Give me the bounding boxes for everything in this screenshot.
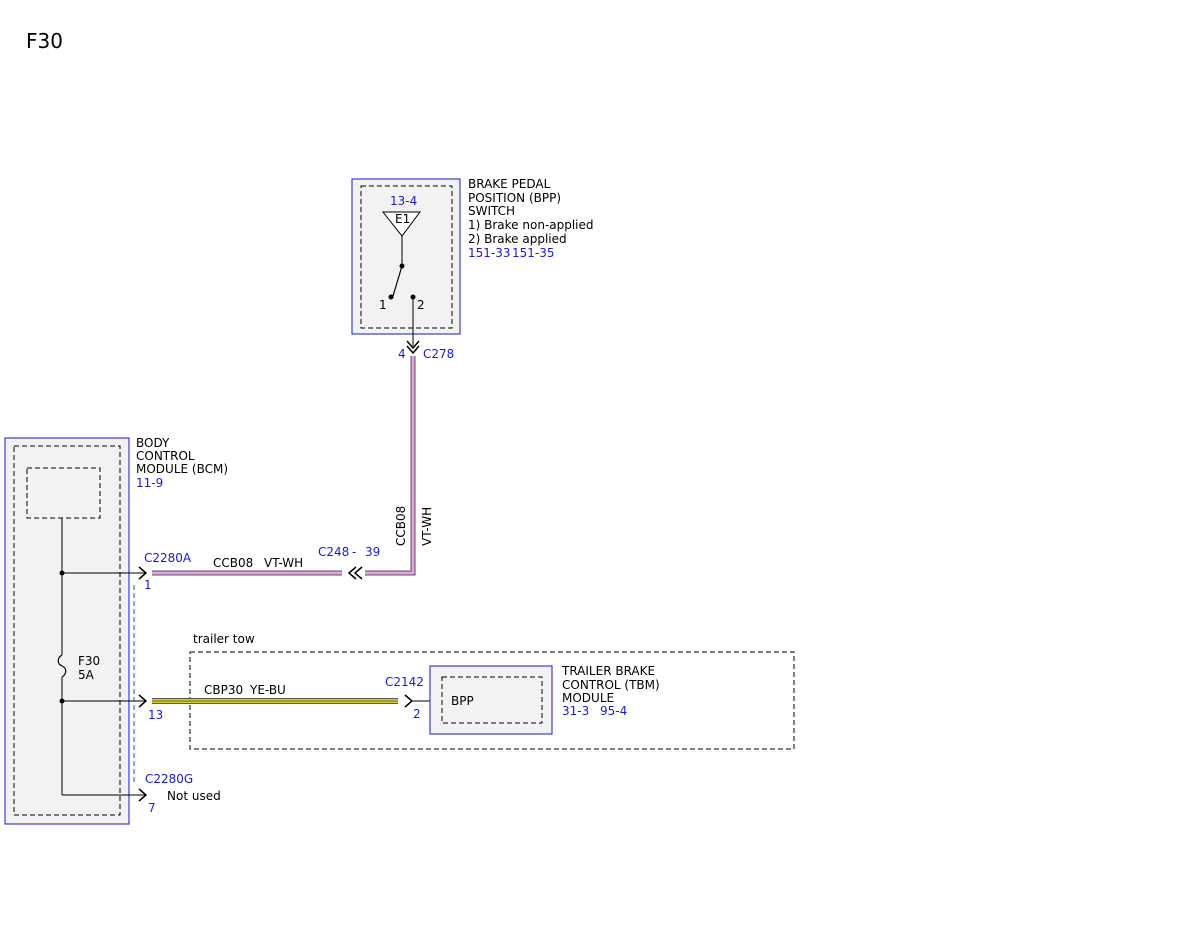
bcm-name-line-1: BODY bbox=[136, 436, 170, 450]
bcm-power-source-box bbox=[26, 467, 101, 519]
bpp-switch-inner-box bbox=[360, 185, 453, 329]
bcm-label: BODY CONTROL MODULE (BCM) 11-9 bbox=[136, 436, 228, 490]
wire-ccb08-vertical-circuit: CCB08 bbox=[394, 506, 408, 546]
wire-ccb08-circuit: CCB08 bbox=[213, 556, 253, 570]
tbm-label: TRAILER BRAKE CONTROL (TBM) MODULE 31-3 … bbox=[561, 664, 660, 718]
bcm-ref[interactable]: 11-9 bbox=[136, 476, 163, 490]
c2280g-pin: 7 bbox=[148, 801, 156, 815]
tbm-name-line-1: TRAILER BRAKE bbox=[561, 664, 655, 678]
trailer-tow-label: trailer tow bbox=[193, 632, 255, 646]
bpp-name-line-5: 2) Brake applied bbox=[468, 232, 567, 246]
tbm-box bbox=[429, 665, 553, 735]
pin-13-label: 13 bbox=[148, 708, 163, 722]
switch-contact-1-icon bbox=[388, 294, 394, 300]
bpp-internal-ref[interactable]: 13-4 bbox=[390, 194, 417, 208]
c2280g-connector-icon bbox=[138, 788, 148, 802]
c278-connector-icon-2 bbox=[406, 345, 420, 355]
bpp-pin-2: 2 bbox=[417, 298, 425, 312]
bpp-name-line-2: POSITION (BPP) bbox=[468, 191, 561, 205]
c2280a-pin: 1 bbox=[144, 578, 152, 592]
bpp-name-line-4: 1) Brake non-applied bbox=[468, 218, 594, 232]
bcm-module: F30 5A bbox=[4, 437, 145, 825]
switch-blade-icon bbox=[392, 265, 403, 297]
wire-cbp30-color: YE-BU bbox=[249, 683, 286, 697]
tbm-inner-box bbox=[441, 676, 543, 724]
wire-cbp30-circuit: CBP30 bbox=[204, 683, 243, 697]
bpp-name-line-1: BRAKE PEDAL bbox=[468, 177, 551, 191]
c278-connector-icon bbox=[406, 340, 420, 350]
tbm-name-line-2: CONTROL (TBM) bbox=[562, 678, 660, 692]
pin-13-connector-icon bbox=[138, 694, 148, 708]
c248-connector-icon bbox=[347, 566, 357, 580]
ground-symbol-icon bbox=[381, 211, 421, 237]
bpp-ref-2[interactable]: 151-35 bbox=[512, 246, 555, 260]
wire-ccb08 bbox=[152, 356, 416, 576]
bcm-name-line-2: CONTROL bbox=[136, 449, 195, 463]
tbm-ref-1[interactable]: 31-3 bbox=[562, 704, 589, 718]
bpp-ground-label: E1 bbox=[395, 212, 410, 226]
page-title: F30 bbox=[26, 29, 63, 53]
bpp-switch-label: BRAKE PEDAL POSITION (BPP) SWITCH 1) Bra… bbox=[468, 177, 594, 260]
c2142-name[interactable]: C2142 bbox=[385, 675, 424, 689]
tbm-name-line-3: MODULE bbox=[562, 691, 614, 705]
wire-ccb08-vertical-color: VT-WH bbox=[420, 507, 434, 546]
bpp-switch-module: 13-4 E1 1 2 bbox=[351, 178, 461, 346]
bcm-inner-box bbox=[13, 445, 121, 816]
c2280g-note: Not used bbox=[167, 789, 221, 803]
c248-sep: - bbox=[352, 545, 356, 559]
fuse-name: F30 bbox=[78, 654, 100, 668]
c2280a-name[interactable]: C2280A bbox=[144, 551, 192, 565]
c2142-connector-icon bbox=[404, 694, 414, 708]
c278-name[interactable]: C278 bbox=[423, 347, 454, 361]
tbm-inner-label: BPP bbox=[451, 694, 474, 708]
c2280g-name[interactable]: C2280G bbox=[145, 772, 193, 786]
tbm-module: BPP bbox=[429, 665, 553, 735]
bpp-switch-box bbox=[351, 178, 461, 335]
bcm-name-line-3: MODULE (BCM) bbox=[136, 462, 228, 476]
tbm-ref-2[interactable]: 95-4 bbox=[600, 704, 627, 718]
c248-pin[interactable]: 39 bbox=[365, 545, 380, 559]
fuse-rating: 5A bbox=[78, 668, 95, 682]
fuse-f30-icon bbox=[57, 654, 67, 678]
c2280a-connector-icon bbox=[138, 566, 148, 580]
wire-ccb08-color: VT-WH bbox=[264, 556, 303, 570]
c248-name[interactable]: C248 bbox=[318, 545, 349, 559]
c248-connector-icon-2 bbox=[353, 566, 363, 580]
bcm-box bbox=[4, 437, 130, 825]
bpp-name-line-3: SWITCH bbox=[468, 204, 515, 218]
wire-ccb08-vertical bbox=[365, 356, 415, 575]
bpp-ref-1[interactable]: 151-33 bbox=[468, 246, 511, 260]
c278-pin[interactable]: 4 bbox=[398, 347, 406, 361]
bpp-pin-1: 1 bbox=[379, 298, 387, 312]
c2142-pin: 2 bbox=[413, 707, 421, 721]
